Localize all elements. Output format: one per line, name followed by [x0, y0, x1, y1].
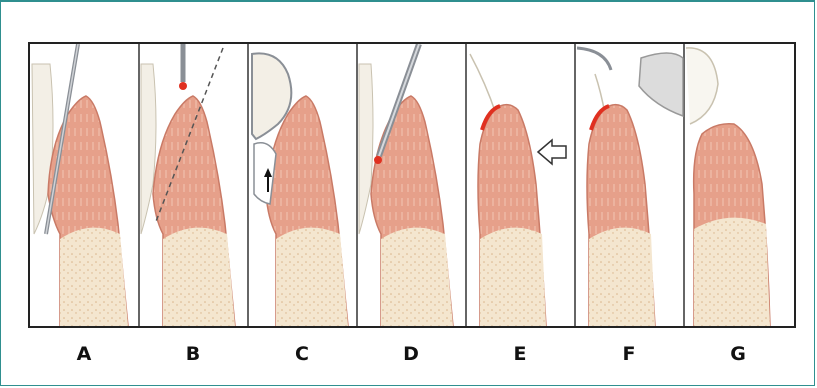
panel-label-d: D	[391, 343, 431, 365]
panel-c	[252, 53, 348, 326]
panel-a	[32, 44, 128, 326]
panel-f	[577, 48, 683, 326]
panel-d	[359, 44, 453, 326]
gingivectomy-diagram	[30, 44, 794, 326]
panel-e	[470, 54, 566, 326]
panel-label-b: B	[173, 343, 213, 365]
panel-label-c: C	[282, 343, 322, 365]
panel-b	[141, 44, 235, 326]
panel-label-f: F	[609, 343, 649, 365]
panel-label-e: E	[500, 343, 540, 365]
arrow-left-icon	[538, 140, 566, 164]
panel-strip	[28, 42, 796, 328]
panel-g	[686, 48, 770, 326]
panel-label-a: A	[64, 343, 104, 365]
polishing-cup	[639, 53, 683, 116]
panel-label-g: G	[718, 343, 758, 365]
bleeding-point	[179, 82, 187, 90]
